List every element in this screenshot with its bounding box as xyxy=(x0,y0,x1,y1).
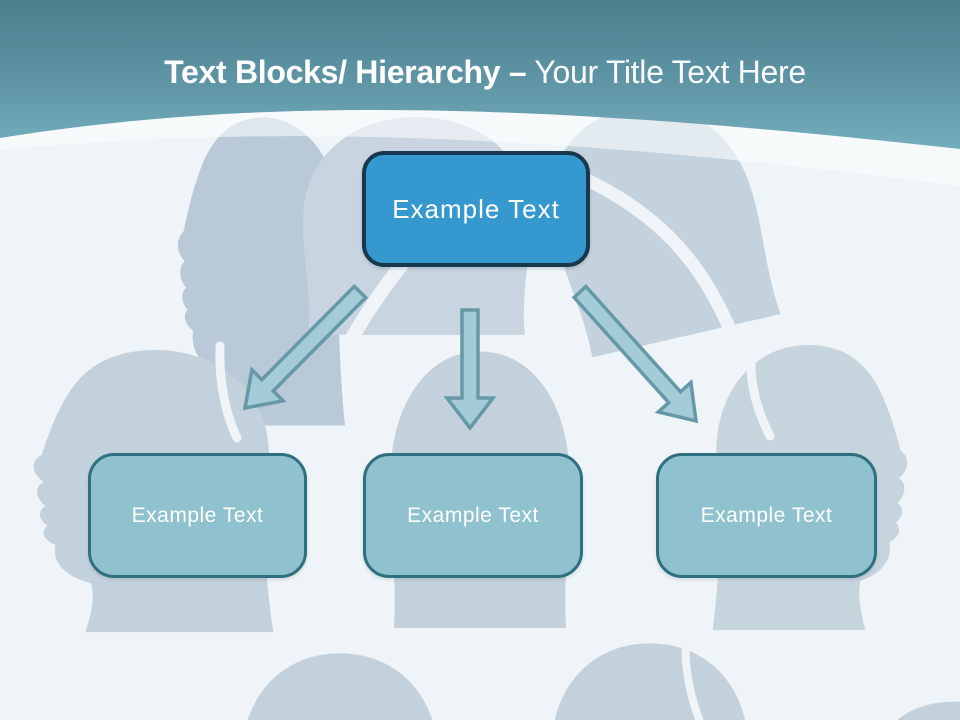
child-node-3-label: Example Text xyxy=(700,503,833,527)
arrow-down xyxy=(443,308,497,431)
header-band xyxy=(0,0,960,149)
child-node-2-label: Example Text xyxy=(407,503,539,527)
root-node[interactable]: Example Text xyxy=(362,151,590,267)
slide-title[interactable]: Text Blocks/ Hierarchy – Your Title Text… xyxy=(0,54,960,91)
child-node-1[interactable]: Example Text xyxy=(88,453,307,578)
arrow-down-left xyxy=(242,283,369,411)
child-node-2[interactable]: Example Text xyxy=(363,453,583,578)
child-node-1-label: Example Text xyxy=(131,503,264,527)
connector-arrows xyxy=(242,283,699,431)
header-arc-band xyxy=(0,109,960,186)
child-node-3[interactable]: Example Text xyxy=(656,453,877,578)
title-bold-segment: Text Blocks/ Hierarchy – xyxy=(164,54,527,90)
root-node-label: Example Text xyxy=(392,193,560,224)
arrow-down-right xyxy=(571,284,699,424)
title-placeholder-segment: Your Title Text Here xyxy=(534,54,806,90)
